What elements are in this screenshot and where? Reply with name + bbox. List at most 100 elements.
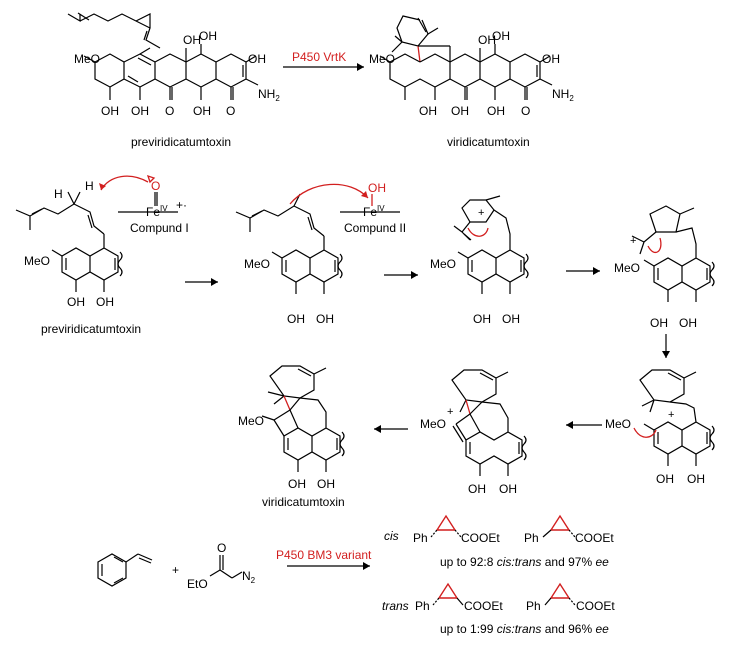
phenyl-label: Ph — [524, 531, 539, 545]
oxygen-label: O — [151, 179, 160, 193]
mechanism-structure-g — [261, 365, 345, 472]
oh-label: OH — [468, 482, 486, 496]
eto-label: EtO — [187, 577, 208, 591]
oh-label: OH — [193, 104, 211, 118]
compound-ii-label: Compund II — [344, 221, 406, 235]
oh-label: OH — [101, 104, 119, 118]
styrene-structure — [97, 553, 153, 587]
arrowhead-icon — [662, 351, 670, 358]
cyclopropane-ring — [437, 582, 459, 599]
hydrogen-label: H — [85, 179, 94, 193]
arrowhead-icon — [566, 421, 573, 429]
oh-label: OH — [131, 104, 149, 118]
oh-label: OH — [499, 482, 517, 496]
mechanism-structure-f — [451, 369, 527, 476]
cation-label: + — [630, 235, 636, 247]
arrowhead-icon — [99, 183, 106, 190]
compound-i-label: Compund I — [130, 221, 189, 235]
curved-arrow — [100, 175, 149, 191]
arrowhead-icon — [211, 278, 218, 286]
viridicatumtoxin-label: viridicatumtoxin — [447, 135, 530, 149]
meo-label: MeO — [605, 417, 631, 431]
meo-label: MeO — [238, 414, 264, 428]
cooet-label: COOEt — [461, 531, 500, 545]
oxygen-label: O — [165, 104, 174, 118]
cyclopropane-ring — [435, 514, 457, 531]
oh-label: OH — [316, 312, 334, 326]
carbonyl-oxygen-label: O — [217, 541, 226, 555]
meo-label: MeO — [244, 257, 270, 271]
cyclopropane-ring — [549, 582, 571, 599]
curved-arrow — [289, 183, 369, 205]
meo-label: MeO — [430, 257, 456, 271]
previridicatumtoxin-label: previridicatumtoxin — [41, 322, 141, 336]
oxygen-label: O — [226, 104, 235, 118]
oh-label: OH — [542, 52, 560, 66]
oh-label: OH — [67, 295, 85, 309]
meo-label: MeO — [369, 52, 395, 66]
phenyl-label: Ph — [413, 531, 428, 545]
previridicatumtoxin-structure — [67, 12, 259, 100]
oh-label: OH — [492, 29, 510, 43]
trans-label: trans — [382, 599, 409, 613]
radical-cation-label: +· — [176, 198, 187, 212]
arrowhead-icon — [363, 562, 370, 570]
hydroxyl-label: OH — [368, 181, 386, 195]
meo-label: MeO — [24, 254, 50, 268]
cis-selectivity-result: up to 92:8 cis:trans and 97% ee — [440, 555, 609, 569]
oh-label: OH — [679, 316, 697, 330]
phenyl-label: Ph — [415, 599, 430, 613]
oh-label: OH — [183, 33, 201, 47]
oh-label: OH — [199, 29, 217, 43]
hydrogen-label: H — [54, 187, 63, 201]
previridicatumtoxin-label: previridicatumtoxin — [131, 135, 231, 149]
mechanism-structure-d — [631, 205, 715, 302]
cooet-label: COOEt — [575, 531, 614, 545]
oh-label: OH — [287, 312, 305, 326]
cation-label: + — [668, 409, 674, 421]
mechanism-structure-a — [15, 191, 123, 292]
cooet-label: COOEt — [576, 599, 615, 613]
cooet-label: COOEt — [464, 599, 503, 613]
oh-label: OH — [451, 104, 469, 118]
fe-label: FeIV — [146, 204, 168, 219]
n2-label: N2 — [242, 569, 256, 585]
ethyl-diazoacetate-structure — [209, 555, 243, 579]
meo-label: MeO — [614, 261, 640, 275]
oh-label: OH — [650, 316, 668, 330]
nh2-label: NH2 — [258, 87, 280, 103]
trans-selectivity-result: up to 1:99 cis:trans and 96% ee — [440, 622, 609, 636]
viridicatumtoxin-structure — [379, 15, 553, 100]
oh-label: OH — [288, 477, 306, 491]
oxygen-label: O — [521, 104, 530, 118]
oh-label: OH — [473, 312, 491, 326]
curved-arrow — [467, 227, 489, 237]
cation-label: + — [447, 406, 453, 418]
oh-label: OH — [248, 52, 266, 66]
curved-arrow — [647, 237, 662, 254]
arrowhead-icon — [374, 425, 381, 433]
nh2-label: NH2 — [552, 87, 574, 103]
oh-label: OH — [317, 477, 335, 491]
mechanism-structure-e — [639, 369, 715, 466]
mechanism-structure-c — [453, 195, 529, 294]
mechanism-structure-b — [235, 193, 343, 294]
meo-label: MeO — [420, 417, 446, 431]
curved-arrow — [633, 427, 657, 438]
fe-label: FeIV — [363, 204, 385, 219]
oh-label: OH — [487, 104, 505, 118]
phenyl-label: Ph — [526, 599, 541, 613]
oh-label: OH — [478, 33, 496, 47]
arrowhead-icon — [593, 267, 600, 275]
oh-label: OH — [687, 472, 705, 486]
cis-label: cis — [384, 529, 399, 543]
oh-label: OH — [656, 472, 674, 486]
enzyme-label: P450 VrtK — [292, 50, 346, 64]
arrowhead-icon — [361, 191, 368, 198]
plus-sign: + — [172, 563, 179, 577]
arrowhead-icon — [411, 271, 418, 279]
oh-label: OH — [419, 104, 437, 118]
oh-label: OH — [502, 312, 520, 326]
cation-label: + — [478, 207, 484, 219]
